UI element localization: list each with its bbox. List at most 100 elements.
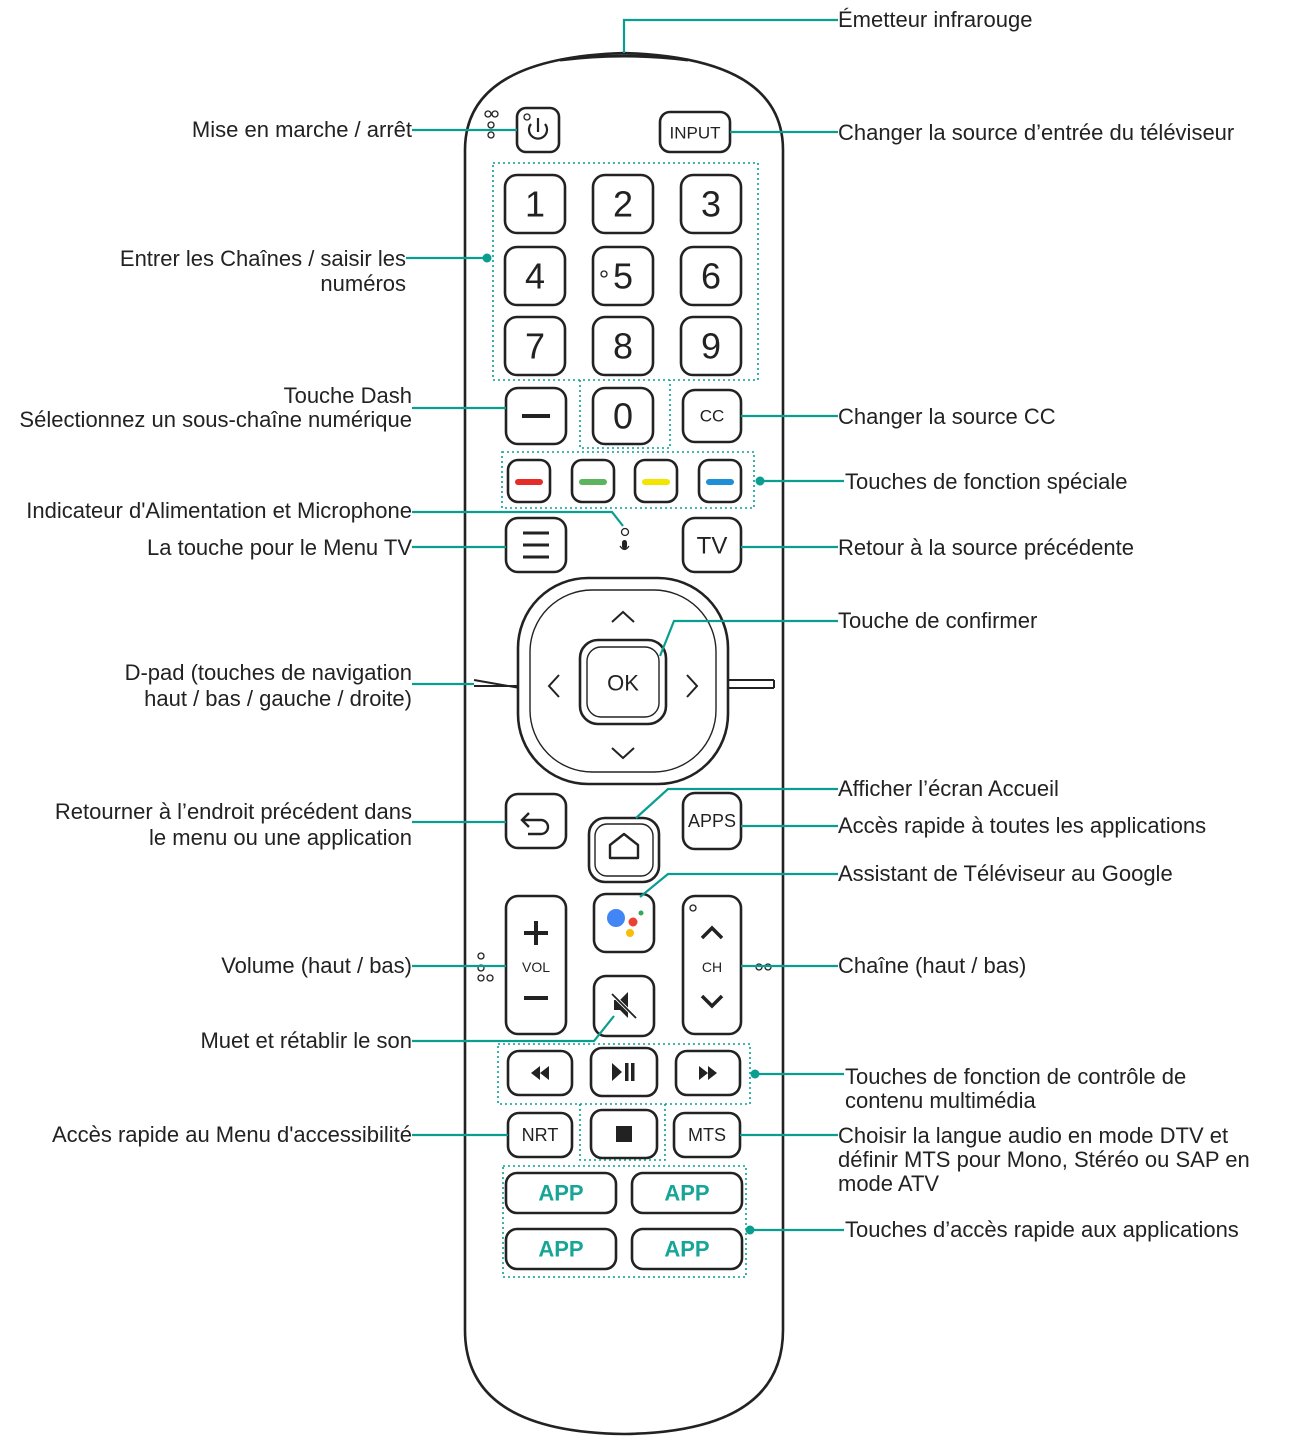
- label-channel: Chaîne (haut / bas): [838, 953, 1027, 978]
- label-ir-emitter: Émetteur infrarouge: [838, 7, 1033, 32]
- number-key-label: 6: [701, 256, 721, 297]
- app-key-label: APP: [538, 1237, 583, 1262]
- dpad-left-icon[interactable]: [547, 674, 560, 698]
- rewind-button[interactable]: [506, 1049, 574, 1097]
- nrt-button-label: NRT: [522, 1125, 559, 1145]
- apps-button[interactable]: APPS: [681, 791, 743, 851]
- label-dash-1: Touche Dash: [283, 383, 412, 408]
- media-keys-group: [497, 1043, 751, 1105]
- app-key-label: APP: [664, 1181, 709, 1206]
- label-dpad-1: D-pad (touches de navigation: [124, 660, 412, 685]
- label-apps: Accès rapide à toutes les applications: [838, 813, 1207, 838]
- label-ok: Touche de confirmer: [838, 608, 1038, 633]
- label-dpad-2: haut / bas / gauche / droite): [144, 686, 412, 711]
- channel-rocker[interactable]: CH: [681, 894, 743, 1036]
- number-key-8[interactable]: 8: [591, 315, 655, 377]
- label-media-2: contenu multimédia: [845, 1088, 1036, 1113]
- number-key-label: 8: [613, 326, 633, 367]
- label-assistant: Assistant de Téléviseur au Google: [838, 861, 1173, 886]
- cc-button-label: CC: [700, 407, 725, 426]
- input-button-label: INPUT: [670, 124, 721, 143]
- volume-label: VOL: [522, 959, 550, 975]
- label-numbers-1: Entrer les Chaînes / saisir les: [119, 246, 406, 271]
- back-button[interactable]: [504, 792, 568, 850]
- label-back-1: Retourner à l’endroit précédent dans: [54, 799, 412, 824]
- cc-button[interactable]: CC: [681, 388, 743, 444]
- label-back-2: le menu ou une application: [149, 825, 412, 850]
- label-indicator: Indicateur d'Alimentation et Microphone: [26, 498, 412, 523]
- mts-button-label: MTS: [688, 1125, 726, 1145]
- menu-button[interactable]: [504, 516, 568, 574]
- label-tv: Retour à la source précédente: [838, 535, 1134, 560]
- app-key-4[interactable]: APP: [630, 1227, 744, 1271]
- power-button[interactable]: [515, 106, 561, 154]
- number-key-7[interactable]: 7: [503, 315, 567, 377]
- label-mts-2: définir MTS pour Mono, Stéréo ou SAP en: [838, 1147, 1250, 1172]
- label-nrt: Accès rapide au Menu d'accessibilité: [51, 1122, 412, 1147]
- number-key-3[interactable]: 3: [679, 173, 743, 235]
- google-assistant-button[interactable]: [592, 892, 656, 954]
- number-key-label: 7: [525, 326, 545, 367]
- color-key-red[interactable]: [506, 458, 552, 504]
- apps-button-label: APPS: [688, 811, 736, 831]
- label-input: Changer la source d’entrée du téléviseur: [838, 120, 1235, 145]
- color-key-yellow[interactable]: [633, 458, 679, 504]
- play-pause-button[interactable]: [589, 1046, 659, 1098]
- number-key-9[interactable]: 9: [679, 315, 743, 377]
- number-key-label: 1: [525, 184, 545, 225]
- label-app-keys: Touches d’accès rapide aux applications: [845, 1217, 1239, 1242]
- number-key-label: 9: [701, 326, 721, 367]
- label-mts-1: Choisir la langue audio en mode DTV et: [838, 1123, 1229, 1148]
- fast-forward-button[interactable]: [674, 1049, 742, 1097]
- number-key-5[interactable]: 5: [591, 245, 655, 307]
- ok-button[interactable]: OK: [578, 638, 668, 726]
- label-menu: La touche pour le Menu TV: [147, 535, 412, 560]
- microphone-indicator-icon: [619, 527, 630, 551]
- number-key-label: 3: [701, 184, 721, 225]
- color-key-green[interactable]: [570, 458, 616, 504]
- label-color-keys: Touches de fonction spéciale: [845, 469, 1128, 494]
- number-keys: 1 2 3 4 5 6 7 8 9: [503, 173, 743, 377]
- dash-button[interactable]: [504, 386, 568, 446]
- app-key-1[interactable]: APP: [504, 1171, 618, 1215]
- braille-dot-icon: [600, 270, 608, 278]
- number-key-4[interactable]: 4: [503, 245, 567, 307]
- color-key-blue[interactable]: [697, 458, 743, 504]
- home-button[interactable]: [587, 816, 661, 884]
- number-key-2[interactable]: 2: [591, 173, 655, 235]
- label-volume: Volume (haut / bas): [221, 953, 412, 978]
- dpad-up-icon[interactable]: [611, 610, 635, 623]
- app-keys-group: [502, 1165, 747, 1278]
- number-key-label: 4: [525, 256, 545, 297]
- nrt-button[interactable]: NRT: [506, 1111, 574, 1159]
- mute-button[interactable]: [592, 974, 656, 1038]
- app-keys: APP APP APP APP: [504, 1171, 744, 1271]
- dpad-right-icon[interactable]: [686, 674, 699, 698]
- number-key-1[interactable]: 1: [503, 173, 567, 235]
- label-power: Mise en marche / arrêt: [191, 117, 412, 142]
- leader-lines: [406, 18, 844, 1235]
- tv-button[interactable]: TV: [681, 516, 743, 574]
- label-dash-2: Sélectionnez un sous-chaîne numérique: [19, 407, 412, 432]
- zero-button-label: 0: [613, 396, 633, 437]
- app-key-label: APP: [538, 1181, 583, 1206]
- label-home: Afficher l’écran Accueil: [838, 776, 1059, 801]
- number-key-6[interactable]: 6: [679, 245, 743, 307]
- app-key-2[interactable]: APP: [630, 1171, 744, 1215]
- dpad-down-icon[interactable]: [611, 747, 635, 760]
- number-key-label: 5: [613, 256, 633, 297]
- number-pad-group: [492, 162, 759, 381]
- label-cc: Changer la source CC: [838, 404, 1056, 429]
- color-keys-group: [501, 451, 755, 509]
- number-key-label: 2: [613, 184, 633, 225]
- label-mts-3: mode ATV: [838, 1171, 940, 1196]
- input-button[interactable]: INPUT: [658, 110, 732, 154]
- zero-button[interactable]: 0: [591, 386, 655, 446]
- mts-button[interactable]: MTS: [672, 1111, 742, 1159]
- app-key-3[interactable]: APP: [504, 1227, 618, 1271]
- app-key-label: APP: [664, 1237, 709, 1262]
- stop-button[interactable]: [589, 1108, 659, 1160]
- volume-rocker[interactable]: VOL: [504, 894, 568, 1036]
